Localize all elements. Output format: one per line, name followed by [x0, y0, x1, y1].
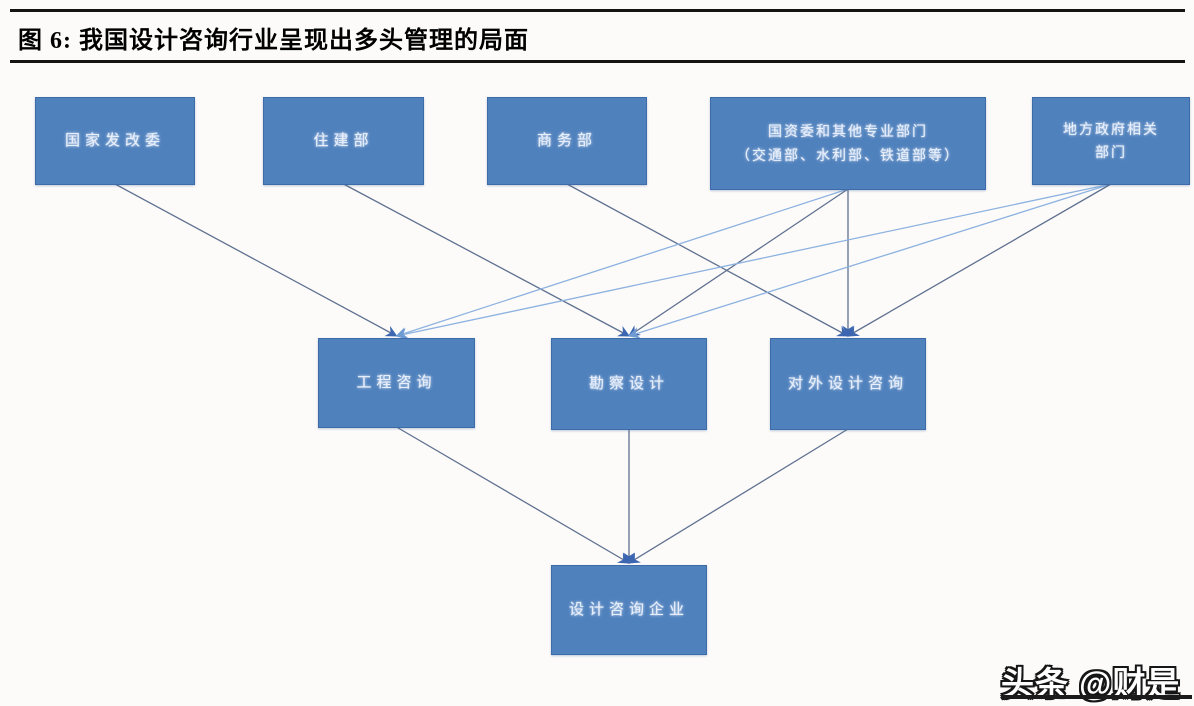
- arrow-local-to-survey: [627, 183, 1112, 339]
- node-foreign-design-consulting-label: 对外设计咨询: [787, 375, 908, 393]
- arrow-mohurd-to-survey: [343, 183, 631, 337]
- node-local-gov-label-line2: 部门: [1095, 144, 1127, 160]
- arrow-mofcom-to-foreign: [566, 183, 850, 337]
- node-local-gov-label-line1: 地方政府相关: [1063, 120, 1159, 137]
- arrow-local-to-foreign: [846, 183, 1112, 337]
- figure-title: 图 6: 我国设计咨询行业呈现出多头管理的局面: [18, 28, 529, 54]
- arrow-sasac-to-eng: [395, 188, 849, 339]
- node-engineering-consulting-label: 工程咨询: [356, 374, 437, 392]
- title-rule-top: [10, 9, 1185, 12]
- arrow-sasac-to-survey: [628, 188, 849, 337]
- node-design-consulting-firms-label: 设计咨询企业: [568, 601, 689, 619]
- node-mohurd-label: 住建部: [313, 132, 374, 150]
- arrow-foreign-to-firms: [628, 428, 849, 564]
- node-mofcom: 商务部: [487, 97, 647, 185]
- node-ndrc-label: 国家发改委: [64, 132, 165, 150]
- node-survey-design-label: 勘察设计: [588, 375, 669, 393]
- node-mofcom-label: 商务部: [536, 132, 597, 150]
- node-sasac: 国资委和其他专业部门 （交通部、水利部、铁道部等）: [710, 97, 986, 190]
- node-sasac-label-line1: 国资委和其他专业部门: [768, 123, 928, 140]
- arrow-ndrc-to-eng: [114, 183, 398, 337]
- arrow-eng-to-firms: [396, 426, 631, 564]
- node-foreign-design-consulting: 对外设计咨询: [770, 338, 926, 430]
- node-survey-design: 勘察设计: [551, 338, 707, 430]
- node-sasac-label-line2: （交通部、水利部、铁道部等）: [736, 146, 960, 163]
- node-design-consulting-firms: 设计咨询企业: [551, 565, 707, 655]
- node-ndrc: 国家发改委: [35, 97, 195, 185]
- title-rule-bottom: [10, 60, 1185, 63]
- node-mohurd: 住建部: [263, 97, 424, 185]
- watermark-underline: [1001, 695, 1192, 699]
- arrow-local-to-eng: [395, 183, 1112, 340]
- node-local-gov: 地方政府相关 部门: [1032, 97, 1190, 185]
- node-engineering-consulting: 工程咨询: [318, 338, 475, 428]
